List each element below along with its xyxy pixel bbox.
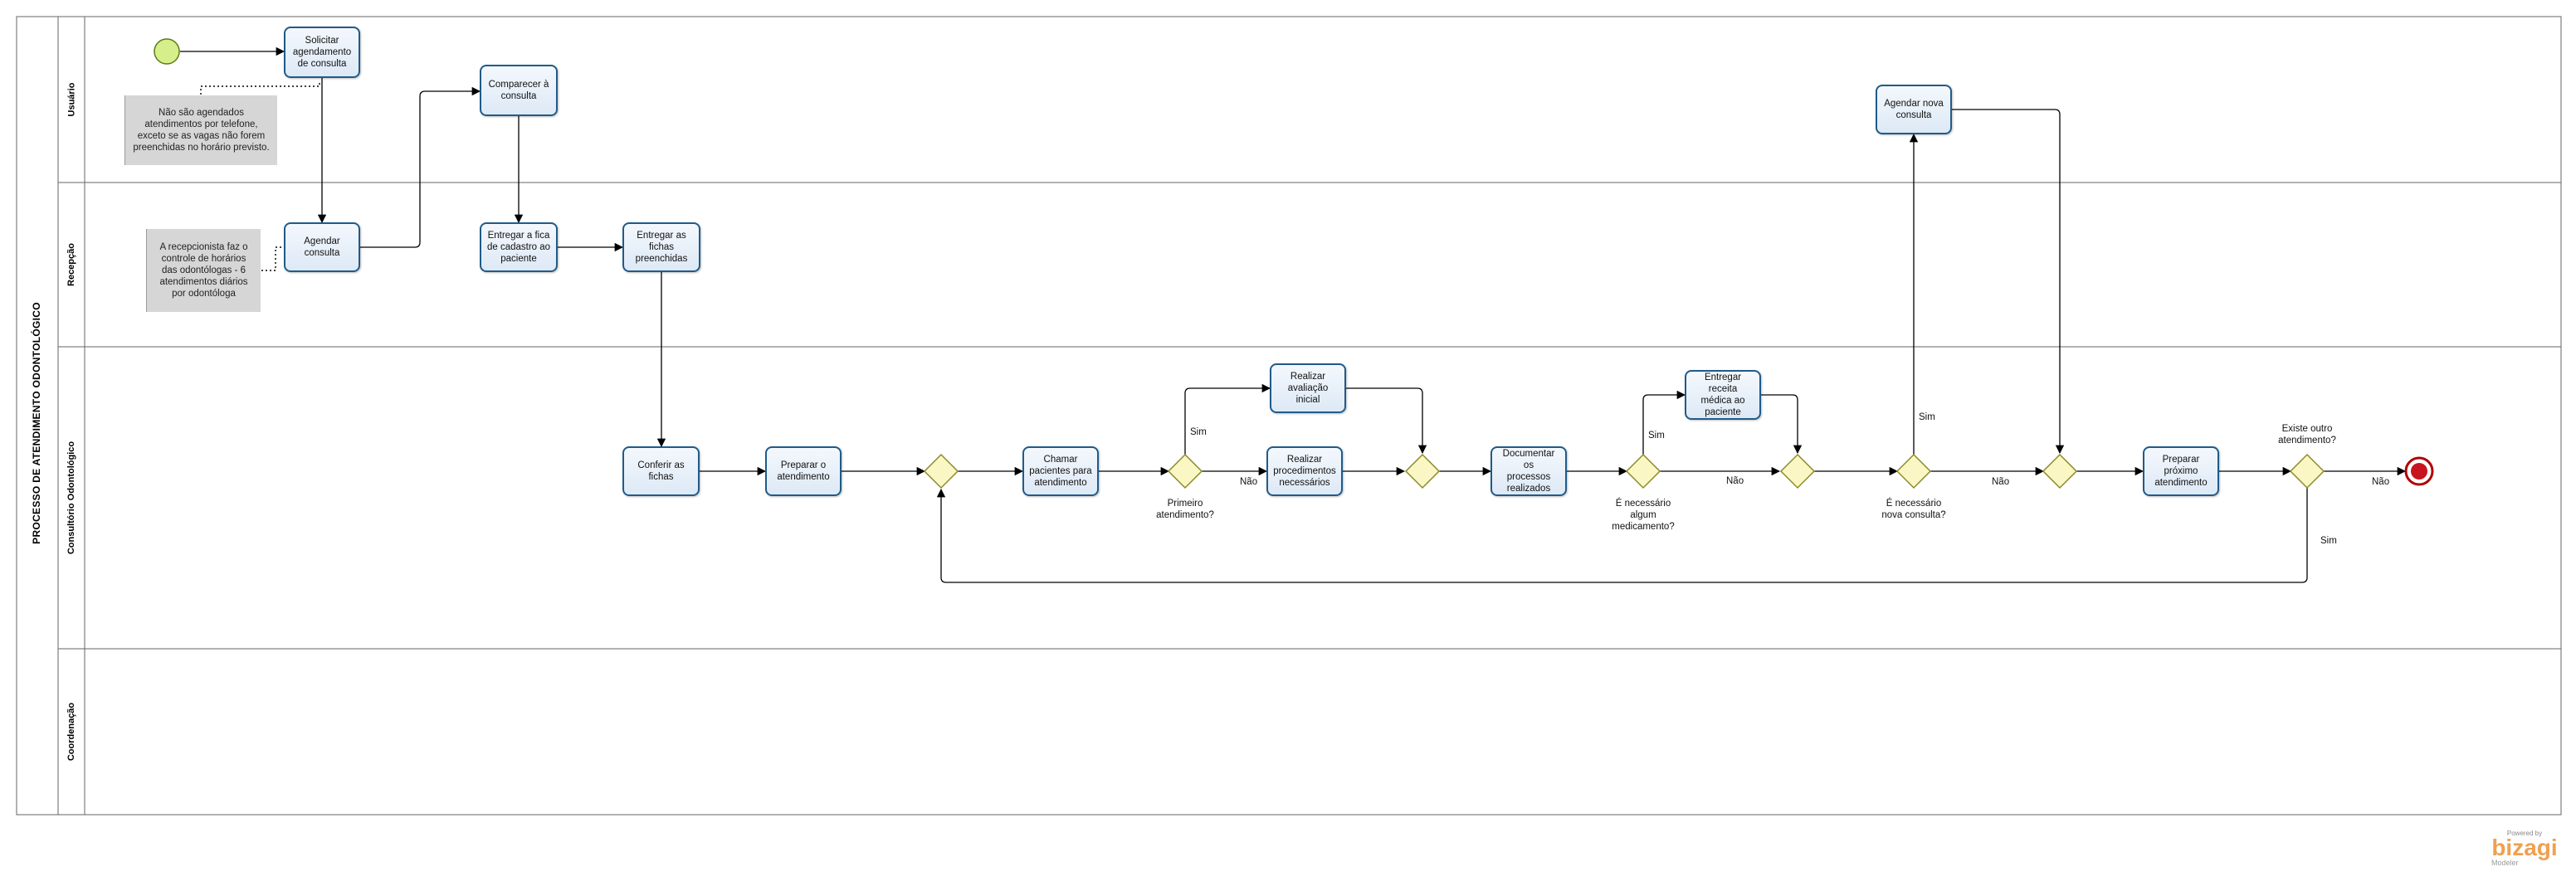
flow-label-nao-nova-consulta: Não — [1992, 477, 2010, 487]
flow-label-nao-primeiro: Não — [1240, 477, 1258, 487]
lane-label-usuario: Usuário — [66, 82, 76, 117]
bizagi-logo: Powered by bizagi Modeler — [2491, 830, 2558, 867]
flow-label-nao-outro: Não — [2372, 477, 2390, 487]
flow-agendar-nova-g7[interactable] — [1952, 109, 2065, 455]
gateway-merge-2[interactable] — [1404, 453, 1441, 489]
flow-label-sim-outro: Sim — [2320, 536, 2337, 546]
flow-label-sim-nova-consulta: Sim — [1919, 412, 1935, 422]
gateway-primeiro-atendimento[interactable] — [1167, 453, 1203, 489]
end-event-core — [2411, 463, 2427, 480]
start-event[interactable] — [154, 38, 180, 65]
association-note-telefone — [200, 83, 320, 95]
flow-g4-receita[interactable] — [1642, 390, 1686, 455]
flow-agendar-comparecer[interactable] — [360, 86, 481, 248]
gateway-merge-1[interactable] — [923, 453, 959, 489]
pool-frame — [16, 16, 2562, 816]
flow-avaliacao-g3[interactable] — [1346, 387, 1427, 455]
flow-label-sim-primeiro: Sim — [1190, 427, 1207, 437]
gateway-merge-4[interactable] — [2042, 453, 2078, 489]
lane-label-coordenacao: Coordenação — [66, 702, 77, 762]
pool-title: PROCESSO DE ATENDIMENTO ODONTOLÓGICO — [31, 302, 42, 544]
flow-label-nao-medicamento: Não — [1726, 476, 1744, 486]
association-note-recepcionista — [261, 246, 285, 271]
lane-label-consultorio: Consultório Odontológico — [66, 441, 77, 555]
gateway-nova-consulta[interactable] — [1895, 453, 1932, 489]
flow-receita-g5[interactable] — [1761, 394, 1803, 455]
lane-label-recepcao: Recepção — [66, 243, 77, 286]
gateway-medicamento[interactable] — [1625, 453, 1661, 489]
gateway-merge-3[interactable] — [1779, 453, 1816, 489]
flow-g8-loop[interactable] — [936, 488, 2308, 583]
flow-g2-avaliacao[interactable] — [1184, 383, 1271, 455]
pool-label: PROCESSO DE ATENDIMENTO ODONTOLÓGICO — [20, 302, 53, 544]
flow-label-sim-medicamento: Sim — [1648, 431, 1665, 441]
gateway-outro-atendimento[interactable] — [2289, 453, 2325, 489]
